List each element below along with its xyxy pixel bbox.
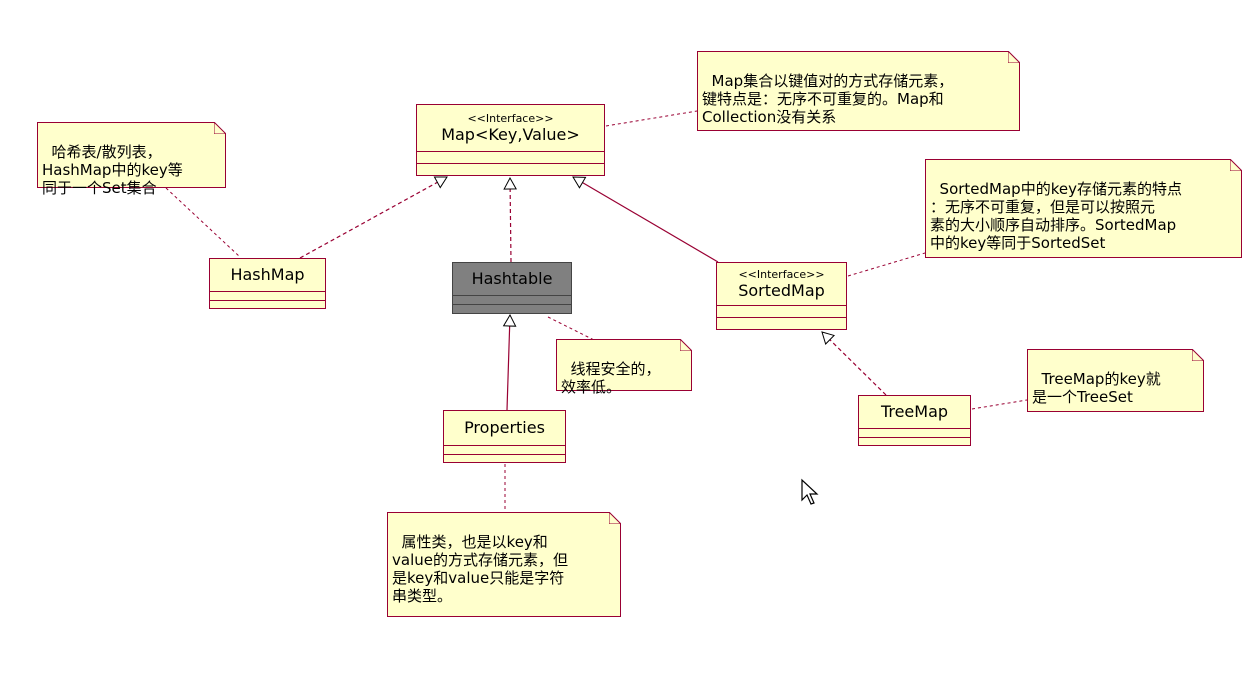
note-anchor-hashtable (547, 316, 595, 341)
class-hashtable-name: Hashtable (471, 269, 553, 288)
class-hashtable-operations (453, 305, 571, 313)
hashmap-realizes-map (299, 176, 448, 259)
note-anchor-hashmap (165, 187, 241, 258)
class-treemap[interactable]: TreeMap (858, 395, 971, 446)
class-sortedmap-operations (717, 318, 846, 329)
mouse-pointer-icon (801, 478, 819, 505)
class-map-attributes (417, 152, 604, 164)
class-sortedmap-name: SortedMap (738, 280, 825, 300)
note-treemap[interactable]: TreeMap的key就 是一个TreeSet (1027, 349, 1204, 412)
class-map-header: <<Interface>> Map<Key,Value> (417, 105, 604, 152)
note-properties-text: 属性类，也是以key和 value的方式存储元素，但 是key和value只能是… (392, 533, 568, 605)
note-hashtable[interactable]: 线程安全的， 效率低。 (556, 339, 692, 396)
note-fold-icon (214, 122, 226, 134)
class-treemap-operations (859, 438, 970, 446)
class-hashmap-header: HashMap (210, 259, 325, 292)
sortedmap-extends-map (572, 176, 719, 263)
class-sortedmap[interactable]: <<Interface>> SortedMap (716, 262, 847, 330)
class-hashtable[interactable]: Hashtable (452, 262, 572, 314)
note-anchor-sortedmap (847, 252, 926, 277)
note-hashtable-text: 线程安全的， 效率低。 (561, 360, 661, 396)
note-anchor-map (605, 110, 698, 127)
class-properties-header: Properties (444, 411, 565, 446)
class-properties-name: Properties (464, 418, 545, 437)
class-treemap-header: TreeMap (859, 396, 970, 429)
class-properties-operations (444, 455, 565, 463)
note-map[interactable]: Map集合以键值对的方式存储元素， 键特点是：无序不可重复的。Map和 Coll… (697, 51, 1020, 131)
note-fold-icon (1230, 159, 1242, 171)
note-sortedmap[interactable]: SortedMap中的key存储元素的特点 ：无序不可重复，但是可以按照元 素的… (925, 159, 1242, 258)
class-hashtable-header: Hashtable (453, 263, 571, 296)
class-hashmap-name: HashMap (230, 265, 305, 284)
note-fold-icon (1008, 51, 1020, 63)
class-properties-attributes (444, 446, 565, 455)
class-treemap-attributes (859, 429, 970, 438)
class-map-stereotype: <<Interface>> (467, 111, 554, 125)
note-map-text: Map集合以键值对的方式存储元素， 键特点是：无序不可重复的。Map和 Coll… (702, 72, 954, 126)
class-sortedmap-attributes (717, 306, 846, 318)
class-map[interactable]: <<Interface>> Map<Key,Value> (416, 104, 605, 176)
hashtable-realizes-map (503, 176, 517, 263)
note-properties[interactable]: 属性类，也是以key和 value的方式存储元素，但 是key和value只能是… (387, 512, 621, 617)
class-sortedmap-header: <<Interface>> SortedMap (717, 263, 846, 306)
class-hashtable-attributes (453, 296, 571, 305)
class-properties[interactable]: Properties (443, 410, 566, 463)
note-anchor-treemap (971, 399, 1028, 410)
class-map-name: Map<Key,Value> (441, 124, 580, 144)
class-hashmap[interactable]: HashMap (209, 258, 326, 309)
note-fold-icon (680, 339, 692, 351)
note-hashmap-text: 哈希表/散列表， HashMap中的key等 同于一个Set集合 (42, 143, 183, 197)
note-hashmap[interactable]: 哈希表/散列表， HashMap中的key等 同于一个Set集合 (37, 122, 226, 197)
class-hashmap-attributes (210, 292, 325, 301)
properties-extends-hashtable (502, 313, 517, 411)
class-hashmap-operations (210, 301, 325, 309)
note-fold-icon (609, 512, 621, 524)
class-sortedmap-stereotype: <<Interface>> (738, 267, 825, 281)
note-fold-icon (1192, 349, 1204, 361)
note-treemap-text: TreeMap的key就 是一个TreeSet (1032, 370, 1161, 406)
note-sortedmap-text: SortedMap中的key存储元素的特点 ：无序不可重复，但是可以按照元 素的… (930, 180, 1182, 252)
treemap-realizes-sortedmap (821, 331, 887, 396)
class-treemap-name: TreeMap (880, 402, 949, 421)
class-map-operations (417, 164, 604, 175)
